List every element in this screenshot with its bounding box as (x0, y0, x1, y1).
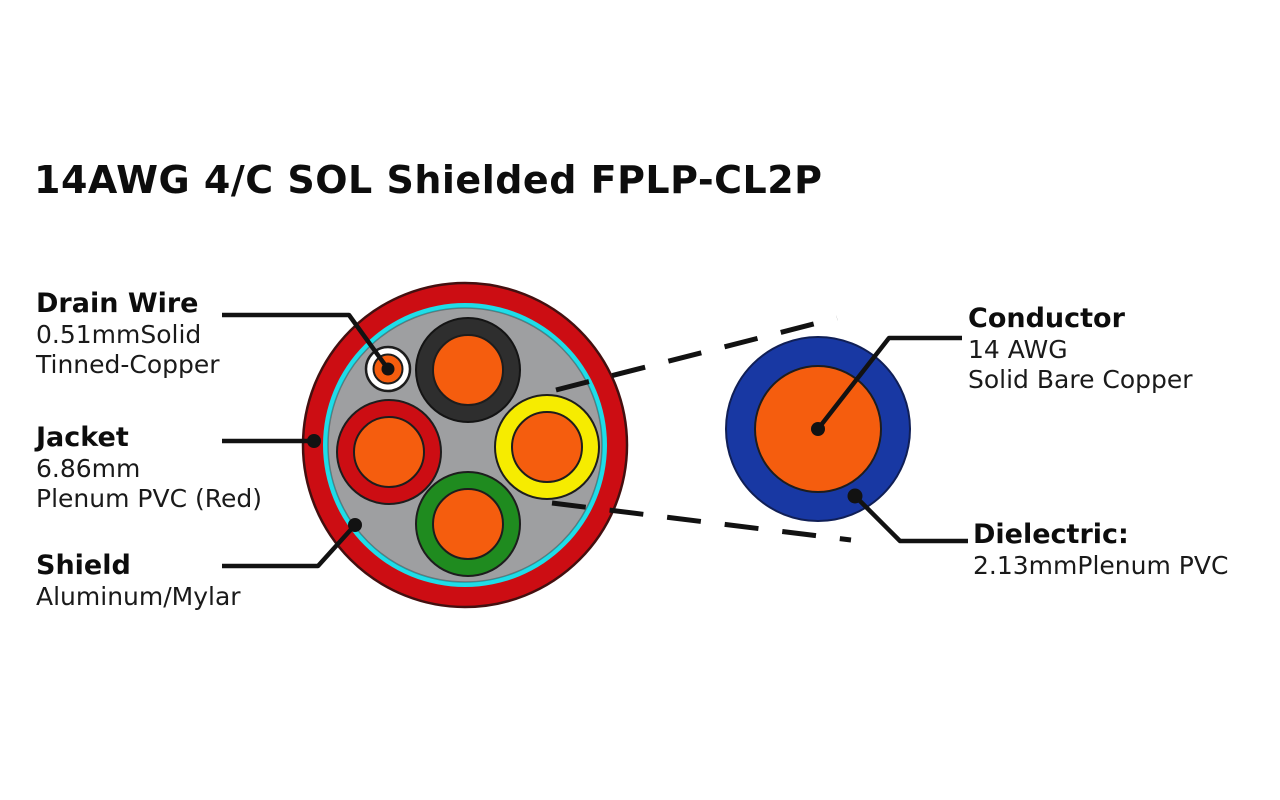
dielectric-label-title: Dielectric: (973, 519, 1129, 550)
jacket-label-size: 6.86mm (36, 454, 141, 483)
main-cable-group (301, 281, 629, 609)
dielectric-label-size: 2.13mmPlenum PVC (973, 551, 1229, 580)
shield-label-title: Shield (36, 550, 131, 581)
shield-label-material: Aluminum/Mylar (36, 582, 241, 611)
leader-lines (222, 312, 968, 569)
conductor-black-core (432, 334, 504, 406)
dielectric-label: Dielectric: 2.13mmPlenum PVC (973, 519, 1228, 581)
zoom-dashed-lines (551, 315, 852, 543)
leader-dots (307, 362, 863, 532)
jacket-label-material: Plenum PVC (Red) (36, 484, 262, 513)
drain-wire-label: Drain Wire 0.51mmSolid Tinned-Copper (36, 288, 220, 380)
conductor-dot (811, 422, 825, 436)
jacket-dot (307, 434, 321, 448)
drain-wire-leader (222, 312, 390, 371)
drain-wire-dot (381, 362, 395, 376)
conductor-label-title: Conductor (968, 303, 1125, 334)
conductor-red-core (353, 416, 425, 488)
jacket-label-title: Jacket (36, 422, 129, 453)
zoom-dashed-bottom (551, 500, 852, 543)
conductor-label: Conductor 14 AWG Solid Bare Copper (968, 303, 1193, 395)
shield-dot (348, 518, 362, 532)
conductor-yellow-core (511, 411, 583, 483)
shield-leader (222, 523, 357, 569)
conductor-label-size: 14 AWG (968, 335, 1068, 364)
conductor-leader (816, 335, 962, 431)
jacket-label: Jacket 6.86mm Plenum PVC (Red) (36, 422, 262, 514)
shield-label: Shield Aluminum/Mylar (36, 550, 241, 612)
drain-wire-label-size: 0.51mmSolid (36, 320, 202, 349)
conductor-green-core (432, 488, 504, 560)
page-title: 14AWG 4/C SOL Shielded FPLP-CL2P (34, 158, 823, 202)
zoom-dashed-top (555, 315, 838, 393)
conductor-label-material: Solid Bare Copper (968, 365, 1193, 394)
dielectric-leader (853, 494, 968, 544)
dielectric-dot (847, 488, 863, 504)
drain-wire-label-title: Drain Wire (36, 288, 199, 319)
drain-wire-label-material: Tinned-Copper (36, 350, 220, 379)
